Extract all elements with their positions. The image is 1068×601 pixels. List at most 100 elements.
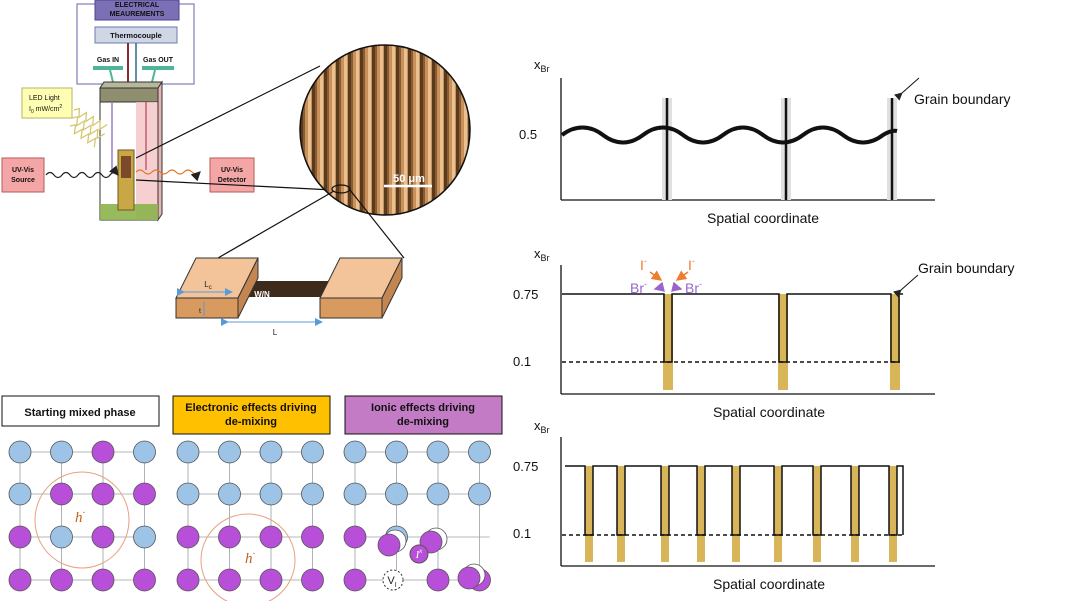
bromide-site [385, 482, 408, 506]
plot3-grain-boundary [661, 466, 669, 562]
bromide-site [426, 482, 450, 506]
plot2-br-right: Br- [685, 279, 702, 296]
plot-3: xBr 0.75 0.1 Spatial coordinate [513, 418, 935, 592]
plot3-ylabel: xBr [534, 418, 550, 435]
bromide-site [426, 440, 450, 464]
iodide-site [133, 568, 156, 592]
plot3-grain-bars [585, 466, 897, 562]
iodide-site [259, 525, 283, 549]
bromide-site [133, 525, 156, 549]
iodide-site [343, 525, 367, 549]
iodide-site [91, 525, 115, 549]
displaced-ion [377, 533, 401, 557]
plot1-xlabel: Spatial coordinate [707, 210, 819, 226]
iodide-site [218, 568, 241, 592]
electrical-measurements-box [94, 0, 180, 21]
panel1-title: Starting mixed phase [24, 407, 135, 419]
plot2-gb-3 [890, 294, 900, 390]
gas-in-label: Gas IN [97, 57, 119, 64]
plot2-profile [562, 293, 903, 363]
plot1-profile [560, 125, 898, 145]
plot3-grain-boundary [889, 466, 897, 562]
iodide-site [50, 482, 73, 506]
bromide-site [259, 482, 283, 506]
bromide-site [385, 440, 408, 464]
plot3-xlabel: Spatial coordinate [713, 576, 825, 592]
electrical-label-2: MEAUREMENTS [110, 11, 165, 18]
plot2-iodide-left: I- [640, 256, 647, 273]
iodide-site [91, 440, 115, 464]
uvvis-detector-label-2: Detector [218, 177, 247, 184]
gas-in-pipe [93, 66, 123, 70]
iodide-site [301, 568, 324, 592]
uvvis-source-label-1: UV-Vis [12, 167, 34, 174]
iodide-site [8, 568, 32, 592]
bromide-site [343, 482, 367, 506]
plot3-grain-boundary [585, 466, 593, 562]
plot3-ytick-top: 0.75 [513, 459, 538, 474]
iodide-site [91, 568, 115, 592]
t-label: t [199, 308, 201, 315]
hole-label-2: h· [245, 549, 255, 567]
iodide-interstitial [409, 544, 429, 564]
panel3-title-1: Ionic effects driving [371, 402, 475, 414]
plot-2: xBr 0.75 0.1 Spatial coordinate Grain bo… [513, 246, 1015, 420]
plot2-annotation: Grain boundary [918, 260, 1015, 276]
iodide-vacancy [382, 569, 404, 591]
plot2-ytick-bottom: 0.1 [513, 354, 531, 369]
iodide-site [259, 568, 283, 592]
iodide-site [50, 568, 73, 592]
lattice-grid [8, 440, 491, 592]
led-label-1: LED Light [29, 95, 60, 102]
plot1-ytick: 0.5 [519, 127, 537, 142]
bromide-site [50, 440, 73, 464]
bromide-site [50, 525, 73, 549]
plot2-iodide-right: I- [688, 256, 695, 273]
plot3-profile [565, 465, 904, 536]
experimental-setup: ELECTRICAL MEAUREMENTS Thermocouple Gas … [1, 0, 471, 337]
panel2-title-2: de-mixing [225, 416, 277, 428]
vacancy-label: VI [387, 575, 396, 589]
plot3-grain-boundary [851, 466, 859, 562]
plot2-br-left: Br- [630, 279, 647, 296]
zoom-spot [331, 184, 351, 194]
plot2-gb-2 [778, 294, 788, 390]
bromide-site [259, 440, 283, 464]
bromide-site [176, 440, 200, 464]
iodide-site [218, 525, 241, 549]
hole-region-2 [200, 513, 296, 601]
iodide-site [301, 525, 324, 549]
scale-bar-label: 50 μm [393, 173, 425, 185]
lattice-panels: Starting mixed phase Electronic effects … [1, 395, 503, 601]
plot1-annotation: Grain boundary [914, 91, 1011, 107]
plot3-grain-boundary [774, 466, 782, 562]
lc-label: Lc [204, 280, 211, 291]
uvvis-detector-label-1: UV-Vis [221, 167, 243, 174]
iodide-site [133, 482, 156, 506]
plot3-grain-boundary [813, 466, 821, 562]
displaced-ion [457, 566, 481, 590]
plot2-xlabel: Spatial coordinate [713, 404, 825, 420]
iodide-site [343, 568, 367, 592]
gas-out-label: Gas OUT [143, 57, 174, 64]
bromide-site [218, 440, 241, 464]
gas-out-pipe [142, 66, 174, 70]
bromide-site [133, 440, 156, 464]
bromide-site [8, 440, 32, 464]
iodide-site [8, 525, 32, 549]
iodide-site [176, 525, 200, 549]
uvvis-source-label-2: Source [11, 177, 35, 184]
hole-label-1: h· [75, 508, 85, 526]
plot2-ytick-top: 0.75 [513, 287, 538, 302]
uvvis-source-box [1, 157, 45, 193]
cell-lid [99, 87, 159, 103]
l-label: L [273, 328, 278, 337]
iodide-site [176, 568, 200, 592]
iodide-label: Ix [415, 547, 424, 561]
plot3-ytick-bottom: 0.1 [513, 526, 531, 541]
plot2-gb-1 [663, 294, 673, 390]
bromide-site [301, 482, 324, 506]
film-channel [236, 281, 346, 297]
bromide-site [468, 440, 491, 464]
